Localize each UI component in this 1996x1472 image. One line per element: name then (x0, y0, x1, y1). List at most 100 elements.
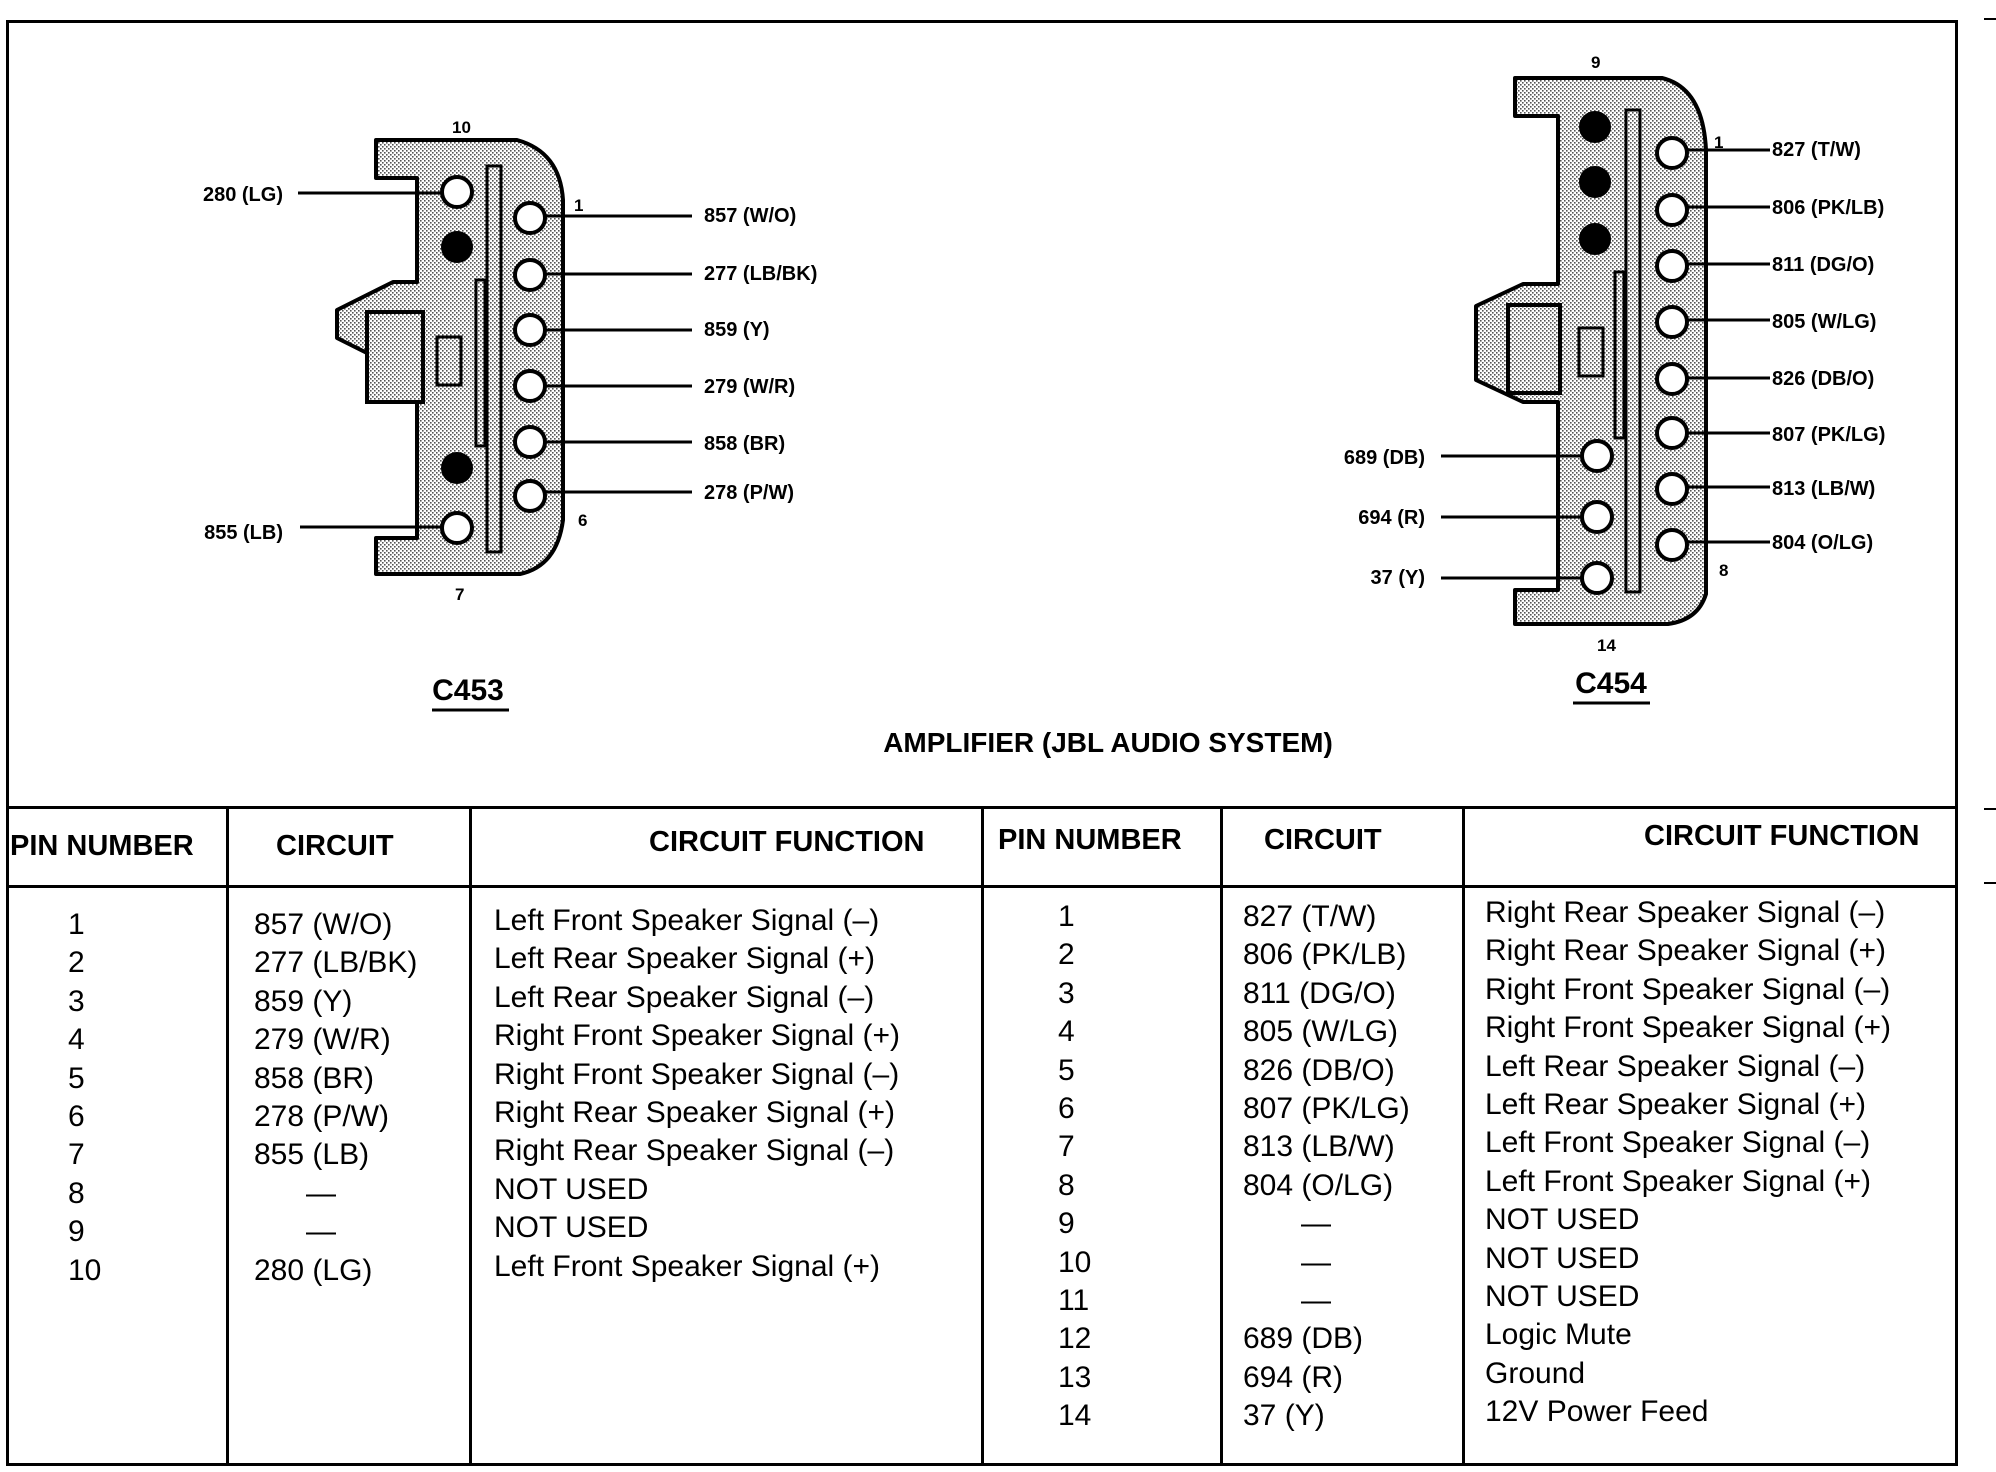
table-cell: NOT USED (1485, 1203, 1640, 1237)
table-cell: 3 (68, 984, 85, 1018)
table-divider (981, 806, 984, 1466)
table-cell: Left Rear Speaker Signal (+) (494, 942, 876, 976)
table-cell: — (1301, 1283, 1331, 1317)
c453-pin-4 (513, 369, 547, 403)
c453-circuit-header: CIRCUIT (276, 830, 394, 862)
c454-pin-6 (1655, 416, 1689, 450)
table-cell: NOT USED (1485, 1241, 1640, 1275)
table-cell: 10 (1058, 1245, 1092, 1279)
c453-body (335, 138, 565, 576)
c454-pin-11-plugged (1579, 223, 1611, 255)
c454-pin-4 (1655, 305, 1689, 339)
table-cell: 813 (LB/W) (1243, 1130, 1395, 1164)
c453-pin-2 (513, 258, 547, 292)
table-cell: Right Front Speaker Signal (+) (494, 1019, 901, 1053)
c454-pin-number-top: 9 (1591, 53, 1600, 72)
table-divider (1220, 806, 1223, 1466)
table-cell: Right Rear Speaker Signal (+) (1485, 934, 1887, 968)
table-cell: 12 (1058, 1322, 1092, 1356)
table-cell: Left Front Speaker Signal (+) (1485, 1164, 1872, 1198)
c454-center-bar (1624, 108, 1642, 594)
table-cell: 7 (1058, 1130, 1075, 1164)
margin-tick (1984, 808, 1996, 810)
c454-circuit-header: CIRCUIT (1264, 824, 1382, 856)
table-cell: — (306, 1176, 336, 1210)
c453-pin-10 (440, 175, 474, 209)
table-cell: 859 (Y) (254, 984, 353, 1018)
table-cell: 6 (1058, 1091, 1075, 1125)
c453-pin-6 (513, 479, 547, 513)
table-cell: Right Front Speaker Signal (+) (1485, 1011, 1892, 1045)
c453-wire-label: 279 (W/R) (704, 376, 795, 398)
table-cell: 10 (68, 1253, 102, 1287)
table-cell: — (1301, 1245, 1331, 1279)
c454-pin-number-bottom: 14 (1597, 636, 1616, 655)
table-cell: 805 (W/LG) (1243, 1015, 1399, 1049)
table-cell: Ground (1485, 1356, 1586, 1390)
c454-pin-5 (1655, 362, 1689, 396)
c453-pin-3 (513, 313, 547, 347)
c453-connector-name: C453 (432, 674, 504, 707)
table-cell: 37 (Y) (1243, 1399, 1325, 1433)
table-cell: 13 (1058, 1360, 1092, 1394)
table-cell: 9 (68, 1215, 85, 1249)
table-cell: 12V Power Feed (1485, 1395, 1709, 1429)
c454-pin-14 (1580, 561, 1614, 595)
table-cell: Logic Mute (1485, 1318, 1632, 1352)
c454-wire-label: 827 (T/W) (1772, 139, 1861, 161)
c453-pin-number-bottom: 7 (455, 585, 464, 604)
table-divider (1462, 806, 1465, 1466)
table-cell: — (306, 1215, 336, 1249)
table-cell: 857 (W/O) (254, 908, 393, 941)
table-cell: NOT USED (494, 1172, 649, 1206)
table-cell: 855 (LB) (254, 1138, 370, 1172)
table-cell: NOT USED (1485, 1279, 1640, 1313)
table-cell: 5 (68, 1061, 85, 1095)
table-cell: Right Rear Speaker Signal (–) (494, 1134, 895, 1168)
c454-pin-1 (1655, 136, 1689, 170)
table-cell: Left Front Speaker Signal (+) (494, 1249, 881, 1283)
c454-pin-7 (1655, 472, 1689, 506)
table-cell: 1 (68, 908, 85, 941)
table-cell: Left Front Speaker Signal (–) (1485, 1126, 1871, 1160)
c453-wire-label: 857 (W/O) (704, 205, 796, 227)
c453-pin-5 (513, 425, 547, 459)
table-cell: 3 (1058, 976, 1075, 1010)
c454-wire-label: 804 (O/LG) (1772, 532, 1873, 554)
c454-wire-label: 806 (PK/LB) (1772, 197, 1884, 219)
table-cell: 4 (68, 1023, 85, 1057)
table-divider (469, 806, 472, 1466)
c453-latch (365, 310, 425, 404)
margin-tick (1984, 882, 1996, 884)
table-cell: 11 (1058, 1283, 1090, 1317)
table-cell: 804 (O/LG) (1243, 1168, 1394, 1202)
c454-pin-10-plugged (1579, 166, 1611, 198)
c453-wire-label: 277 (LB/BK) (704, 263, 817, 285)
c454-latch-slot (1577, 326, 1605, 378)
table-cell: 4 (1058, 1015, 1075, 1049)
c453-wire-label: 278 (P/W) (704, 482, 794, 504)
c453-pin-8-plugged (441, 452, 473, 484)
table-cell: 811 (DG/O) (1243, 976, 1396, 1010)
table-cell: 9 (1058, 1207, 1075, 1241)
c453-pin-number-header: PIN NUMBER (10, 830, 194, 862)
table-cell: Left Rear Speaker Signal (+) (1485, 1087, 1867, 1121)
table-cell: — (1301, 1207, 1331, 1241)
table-cell: 5 (1058, 1053, 1075, 1087)
table-cell: 277 (LB/BK) (254, 946, 418, 980)
c454-wire-label: 689 (DB) (1344, 447, 1425, 469)
c454-connector-name: C454 (1575, 667, 1647, 700)
c454-pin-number-first: 1 (1714, 133, 1723, 152)
table-cell: Left Front Speaker Signal (–) (494, 904, 880, 937)
table-divider (226, 806, 229, 1466)
table-cell: Right Front Speaker Signal (–) (494, 1057, 900, 1091)
table-cell: 8 (68, 1176, 85, 1210)
table-cell: 280 (LG) (254, 1253, 373, 1287)
c453-pin-number-last: 6 (578, 511, 587, 530)
table-cell: 689 (DB) (1243, 1322, 1364, 1356)
table-cell: 694 (R) (1243, 1360, 1344, 1394)
c454-pin-3 (1655, 249, 1689, 283)
c453-pin-9-plugged (441, 231, 473, 263)
table-cell: 14 (1058, 1399, 1092, 1433)
c454-wire-label: 826 (DB/O) (1772, 368, 1874, 390)
